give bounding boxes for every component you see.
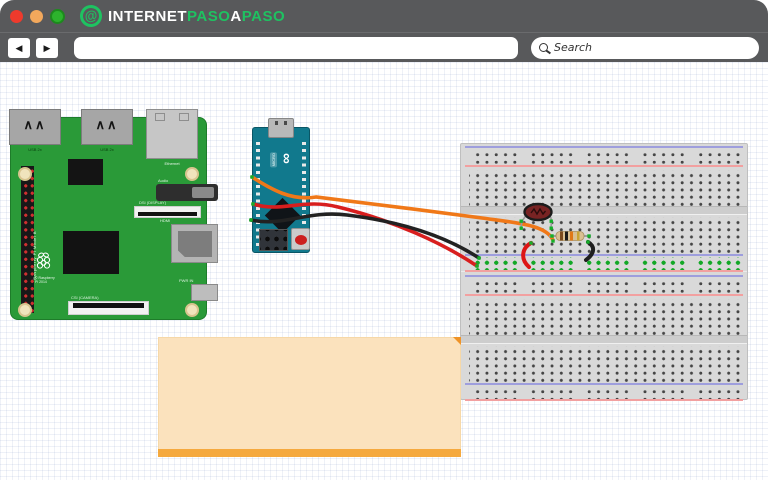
arduino-micro-board[interactable]: ∞ MICRO [252,118,310,253]
usb-port-icon: ∧∧ [81,109,133,145]
search-box[interactable] [531,36,759,59]
icsp-header[interactable] [259,229,288,251]
breadboard-upper-half [461,144,747,272]
hdmi-label: HDMI [160,218,171,223]
terminal-strip [469,170,743,206]
at-symbol-icon: @ [77,2,105,30]
board-name-label: Raspberry Pi Model B [32,231,37,280]
search-input[interactable] [554,41,751,54]
reset-button[interactable] [291,228,310,250]
terminal-strip [469,299,743,335]
connected-power-rail-holes [469,257,743,272]
brand-word: A [230,7,242,25]
positive-rail-line [465,294,743,296]
close-window-icon[interactable] [10,9,23,23]
center-channel [461,206,747,215]
positive-rail-line [465,399,743,401]
dsi-connector [134,206,201,218]
mounting-hole [18,303,32,317]
copyright-label: © Raspberry Pi 2014 [35,276,55,284]
terminal-strip [469,346,743,382]
ethernet-label: Ethernet [164,161,180,166]
arduino-logo-icon: ∞ [277,153,295,164]
mounting-hole [185,303,199,317]
soc-chip [63,231,119,274]
audio-jack-icon [156,184,218,201]
breadboard-lower-half [461,273,747,401]
usb-label: USB 2x [28,147,42,152]
zoom-window-icon[interactable] [50,8,65,24]
ethernet-port-icon [146,109,198,159]
board-name-label: MICRO [270,152,277,168]
brand-word: PASO [187,7,231,25]
title-bar: @ INTERNET PASO A PASO [0,0,768,32]
power-label: PWR IN [179,278,194,283]
address-bar[interactable] [74,36,518,59]
negative-rail-line [465,383,743,385]
minimize-window-icon[interactable] [30,9,43,23]
note-bottom-bar [158,449,461,457]
navigation-bar: ◀ ▶ [0,32,768,62]
negative-rail-line [465,146,743,148]
positive-rail-line [465,270,743,272]
memory-chip [68,159,103,185]
hdmi-port-icon [171,224,218,263]
usb-port-icon: ∧∧ [9,109,61,145]
raspberry-pi-board[interactable]: ∧∧ ∧∧ USB 2x USB 2x Ethernet Audio DSI (… [9,109,218,320]
power-rail-holes [469,149,743,164]
usb-label: USB 2x [100,147,114,152]
negative-rail-line [465,254,743,256]
mounting-hole [18,167,32,181]
gpio-header[interactable] [21,166,34,313]
brand-title: INTERNET PASO A PASO [108,8,285,25]
fritzing-canvas[interactable]: ∧∧ ∧∧ USB 2x USB 2x Ethernet Audio DSI (… [0,62,768,480]
mounting-hole [185,167,199,181]
camera-connector [68,301,149,315]
sticky-note[interactable] [158,337,461,457]
brand-word: PASO [241,7,286,25]
brand-word: INTERNET [108,7,187,25]
audio-label: Audio [158,178,169,183]
camera-label: CSI (CAMERA) [71,295,99,300]
search-icon [539,43,548,52]
negative-rail-line [465,275,743,277]
breadboard[interactable] [460,143,748,401]
dsi-label: DSI (DISPLAY) [139,200,167,205]
micro-usb-power-port [191,284,218,301]
terminal-strip [469,217,743,253]
note-fold-icon [453,337,461,345]
micro-usb-connector [268,118,294,138]
brand: @ INTERNET PASO A PASO [77,2,285,30]
power-rail-holes [469,386,743,401]
back-button[interactable]: ◀ [8,37,30,58]
positive-rail-line [465,165,743,167]
forward-button[interactable]: ▶ [36,37,58,58]
center-channel [461,335,747,344]
power-rail-holes [469,278,743,293]
